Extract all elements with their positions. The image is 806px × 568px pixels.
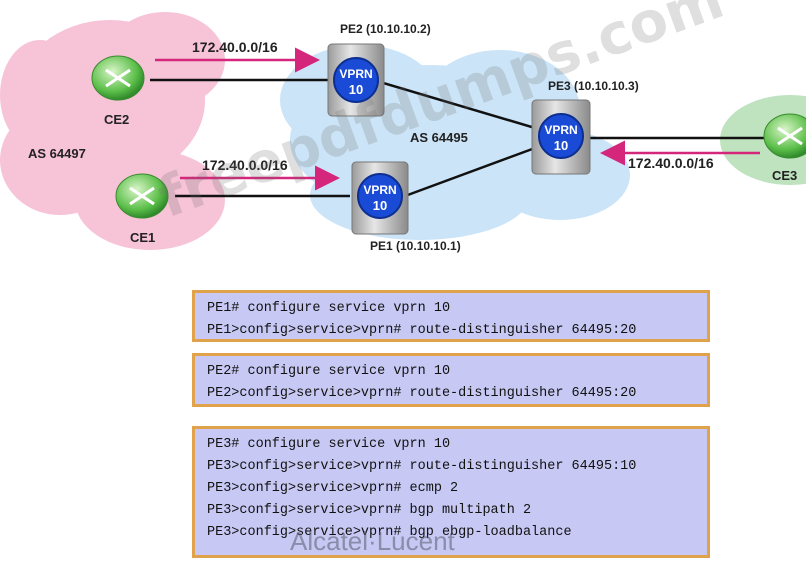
pe2-router-icon — [327, 43, 385, 117]
ce3-router-icon — [763, 113, 806, 159]
link-pe1-pe3 — [404, 146, 536, 198]
config-line: PE3>config>service>vprn# route-distingui… — [207, 459, 637, 474]
link-pe2-pe3 — [379, 80, 536, 130]
pe3-vprn-id: 10 — [554, 138, 568, 153]
vendor-logo: Alcatel·Lucent — [290, 526, 455, 556]
pe3-caption: PE3 (10.10.10.3) — [548, 79, 639, 93]
pe2-vprn-id: 10 — [349, 82, 363, 97]
route-label-ce2: 172.40.0.0/16 — [192, 39, 278, 55]
pe1-vprn-id: 10 — [373, 198, 387, 213]
pe1-router-icon — [351, 161, 409, 235]
ce1-label: CE1 — [130, 230, 155, 245]
config-line: PE2# configure service vprn 10 — [207, 364, 451, 379]
config-line: PE3>config>service>vprn# ecmp 2 — [207, 481, 459, 496]
pe1-vprn-label: VPRN — [363, 183, 396, 197]
pe3-router-icon — [531, 99, 591, 175]
config-line: PE1>config>service>vprn# route-distingui… — [207, 323, 637, 338]
pe2-vprn-label: VPRN — [339, 67, 372, 81]
route-label-ce1: 172.40.0.0/16 — [202, 157, 288, 173]
config-line: PE1# configure service vprn 10 — [207, 301, 451, 316]
ce1-router-icon — [115, 173, 169, 219]
config-box-pe2: PE2# configure service vprn 10 PE2>confi… — [192, 353, 710, 407]
route-label-ce3: 172.40.0.0/16 — [628, 155, 714, 171]
config-box-pe3: PE3# configure service vprn 10 PE3>confi… — [192, 426, 710, 558]
pe3-vprn-label: VPRN — [544, 123, 577, 137]
config-line: PE2>config>service>vprn# route-distingui… — [207, 386, 637, 401]
pe1-caption: PE1 (10.10.10.1) — [370, 239, 461, 253]
ce2-router-icon — [91, 55, 145, 101]
pe2-caption: PE2 (10.10.10.2) — [340, 22, 431, 36]
as-label-left: AS 64497 — [28, 146, 86, 161]
ce3-label: CE3 — [772, 168, 797, 183]
config-box-pe1: PE1# configure service vprn 10 PE1>confi… — [192, 290, 710, 342]
ce2-label: CE2 — [104, 112, 129, 127]
config-line: PE3>config>service>vprn# bgp multipath 2 — [207, 503, 532, 518]
config-line: PE3# configure service vprn 10 — [207, 437, 451, 452]
as-label-center: AS 64495 — [410, 130, 468, 145]
config-line: PE3>config>service>vprn# bgp ebgp-loadba… — [207, 525, 572, 540]
